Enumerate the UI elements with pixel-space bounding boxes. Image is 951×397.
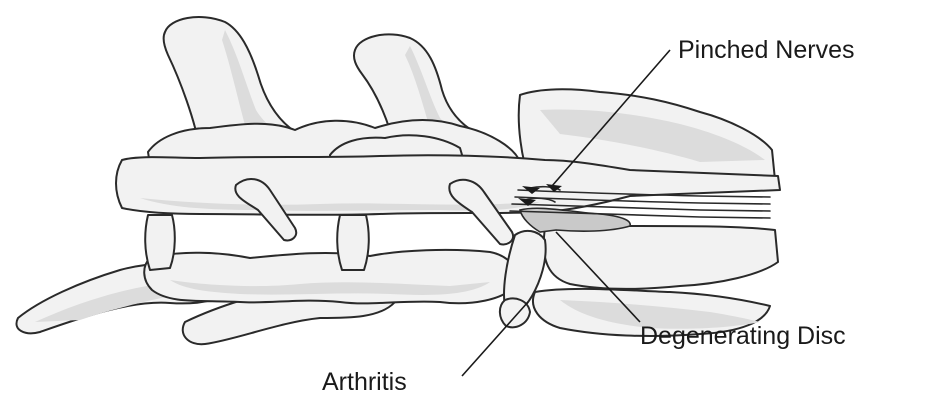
degenerating-disc-label: Degenerating Disc xyxy=(640,322,846,350)
lower-arch xyxy=(144,250,516,303)
pinched-nerves-label: Pinched Nerves xyxy=(678,36,854,64)
arthritis-label: Arthritis xyxy=(322,368,407,396)
arthritis-leader xyxy=(462,302,528,376)
